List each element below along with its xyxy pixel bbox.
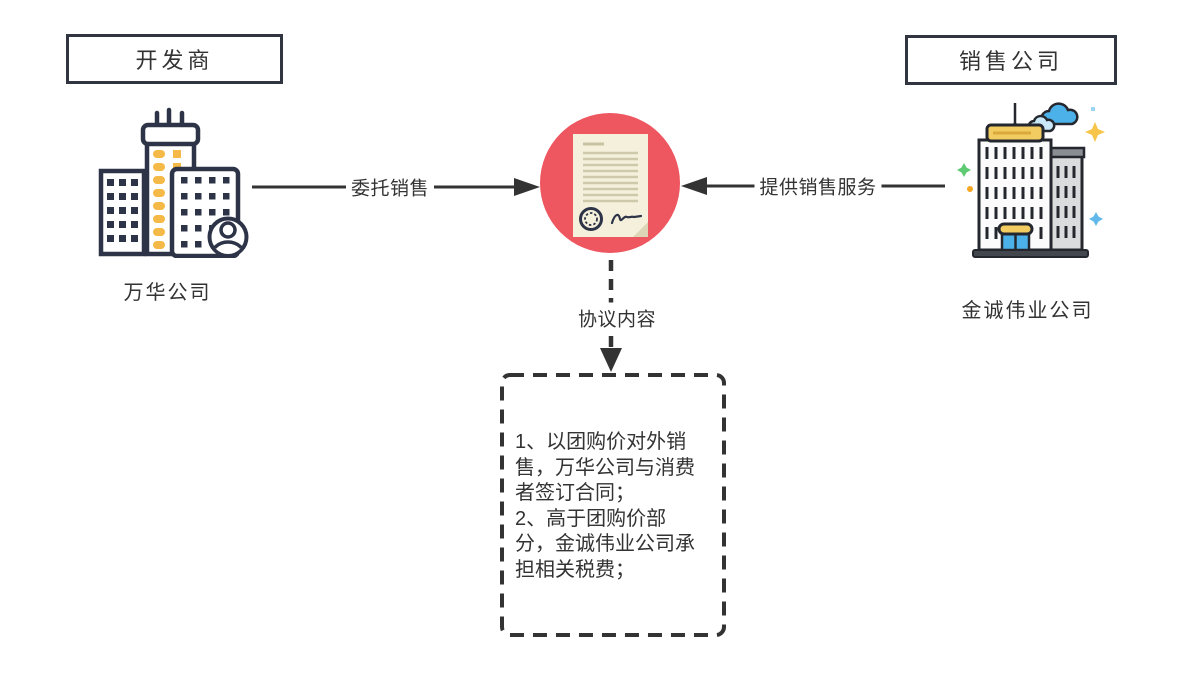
agreement-content-text: 1、以团购价对外销 售，万华公司与消费 者签订合同； 2、高于团购价部 分，金诚… bbox=[515, 431, 695, 581]
person-avatar-icon bbox=[207, 216, 249, 258]
city-buildings-with-person-icon bbox=[98, 107, 249, 258]
signature-icon bbox=[610, 213, 643, 225]
developer-role-label: 开发商 bbox=[135, 48, 214, 73]
agreement-arrow-label: 协议内容 bbox=[572, 302, 662, 334]
sparkle-blue-icon bbox=[1089, 212, 1103, 226]
developer-company-box: 万华公司 bbox=[35, 258, 300, 323]
contract-document-icon bbox=[540, 113, 680, 253]
sparkle-dot-blue bbox=[1091, 107, 1095, 111]
seller-company-box: 金诚伟业公司 bbox=[892, 259, 1163, 357]
seller-role-label: 销售公司 bbox=[958, 49, 1063, 74]
developer-role-box: 开发商 bbox=[66, 34, 283, 84]
page-fold bbox=[633, 222, 648, 237]
service-arrow-label: 提供销售服务 bbox=[754, 170, 882, 202]
office-tower-icon bbox=[957, 102, 1105, 258]
seller-role-box: 销售公司 bbox=[905, 35, 1117, 85]
sparkle-dot-orange bbox=[967, 186, 973, 192]
entrust-arrow-label: 委托销售 bbox=[345, 171, 435, 203]
sparkle-yellow-icon bbox=[1085, 122, 1105, 142]
sparkle-green-icon bbox=[957, 163, 971, 177]
seller-company-label: 金诚伟业公司 bbox=[961, 299, 1094, 322]
seal-stamp-icon bbox=[579, 207, 603, 231]
developer-company-label: 万华公司 bbox=[123, 282, 212, 304]
